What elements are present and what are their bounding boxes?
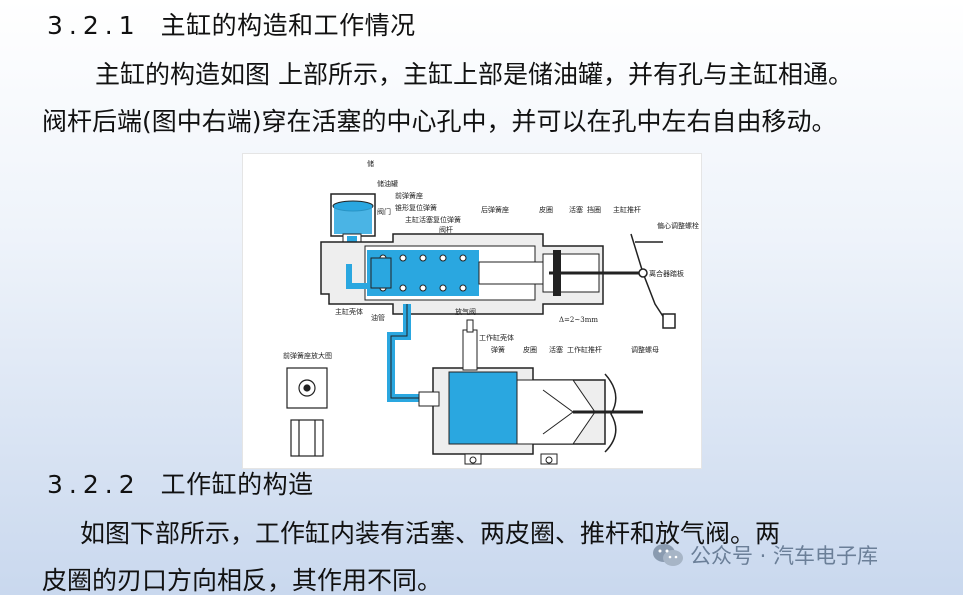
wechat-icon [653,544,683,566]
clutch-hydraulic-diagram: 储 储油罐 前弹簧座 锥形复位弹簧 阀门 主缸活塞复位弹簧 阀杆 后弹簧座 皮圈… [243,154,701,468]
section-title: 工作缸的构造 [160,470,314,499]
label-work-push-rod: 工作缸推杆 [567,345,602,354]
label-rear-spring-seat: 后弹簧座 [481,205,509,214]
clutch-pedal [630,233,676,329]
paragraph-line: 阀杆后端(图中右端)穿在活塞的中心孔中，并可以在孔中左右自由移动。 [42,107,837,136]
paragraph-line: 皮圈的刃口方向相反，其作用不同。 [42,566,443,595]
label-oil-pipe: 油管 [371,313,385,322]
paragraph-line: 主缸的构造如图 上部所示，主缸上部是储油罐，并有孔与主缸相通。 [95,60,853,89]
label-cup-spring: 锥形复位弹簧 [395,203,437,212]
label-clutch-pedal: 离合器踏板 [649,269,684,278]
section-number: 3.2.2 [47,470,141,499]
label-piston2: 活塞 [549,345,563,354]
label-spring: 弹簧 [491,345,505,354]
label-master-housing: 主缸壳体 [335,307,363,316]
watermark: 公众号 · 汽车电子库 [652,540,878,570]
label-front-spring-seat: 前弹簧座 [395,191,423,200]
label-leather-ring: 皮圈 [539,205,553,214]
label-delta: Δ=2~3mm [559,316,598,324]
label-piston: 活塞 [569,205,583,214]
oil-pipe [387,304,421,402]
section-heading-3-2-1: 3.2.1 主缸的构造和工作情况 [47,10,416,42]
paragraph-line: 如图下部所示，工作缸内装有活塞、两皮圈、推杆和放气阀。两 [80,519,781,548]
label-valve-stem: 阀杆 [439,225,453,234]
label-eccentric-bolt: 偏心调整螺栓 [657,221,699,230]
label-piston-return-spring: 主缸活塞复位弹簧 [405,215,461,224]
label-reservoir: 储 [367,159,374,168]
master-cylinder [320,233,643,315]
label-bleed-valve: 放气阀 [455,307,476,316]
label-adjust-nut: 调整螺母 [631,345,659,354]
front-seat-enlarged [286,367,328,457]
label-front-seat-enlarged: 前弹簧座放大图 [283,351,332,360]
work-cylinder [418,319,643,465]
watermark-text: 公众号 · 汽车电子库 [690,544,879,568]
label-leather-ring2: 皮圈 [523,345,537,354]
section-title: 主缸的构造和工作情况 [160,11,416,40]
label-valve-door: 阀门 [377,207,391,216]
section-heading-3-2-2: 3.2.2 工作缸的构造 [47,469,314,501]
label-push-rod: 主缸推杆 [613,205,641,214]
label-work-housing: 工作缸壳体 [479,333,514,342]
diagram-svg: 储 储油罐 前弹簧座 锥形复位弹簧 阀门 主缸活塞复位弹簧 阀杆 后弹簧座 皮圈… [283,159,699,465]
label-stop-ring: 挡圈 [587,205,601,214]
section-number: 3.2.1 [47,11,141,40]
label-reservoir-2: 储油罐 [377,179,398,188]
